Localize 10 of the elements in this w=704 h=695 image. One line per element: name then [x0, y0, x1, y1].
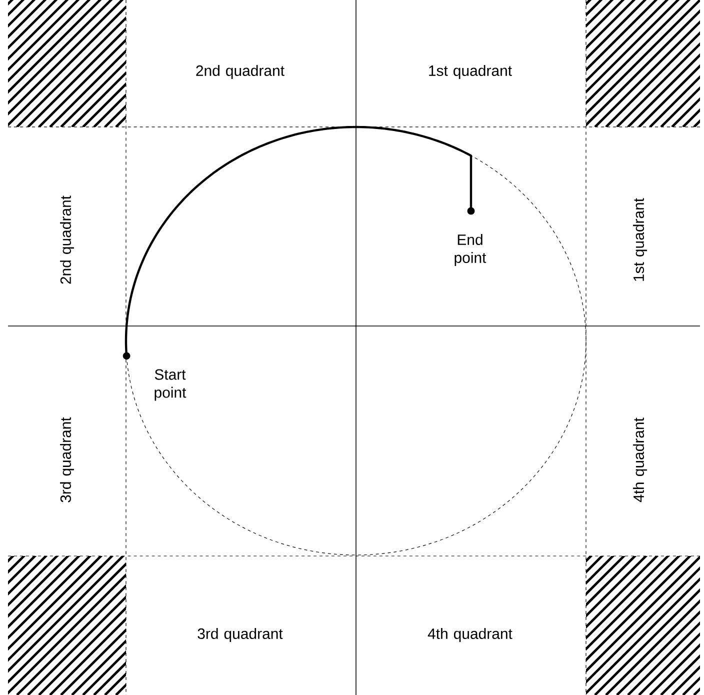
- point-label: End point: [454, 234, 486, 266]
- quadrant-label: 2nd quadrant: [196, 65, 284, 79]
- quadrant-label: 4th quadrant: [633, 418, 647, 502]
- quadrant-label: 4th quadrant: [428, 628, 512, 642]
- quadrant-label: 3rd quadrant: [198, 628, 283, 642]
- quadrant-label: 1st quadrant: [633, 198, 647, 281]
- quadrant-label: 1st quadrant: [429, 65, 512, 79]
- quadrant-label: 3rd quadrant: [60, 417, 74, 502]
- quadrant-label: 2nd quadrant: [60, 196, 74, 284]
- point-label: Start point: [154, 369, 186, 401]
